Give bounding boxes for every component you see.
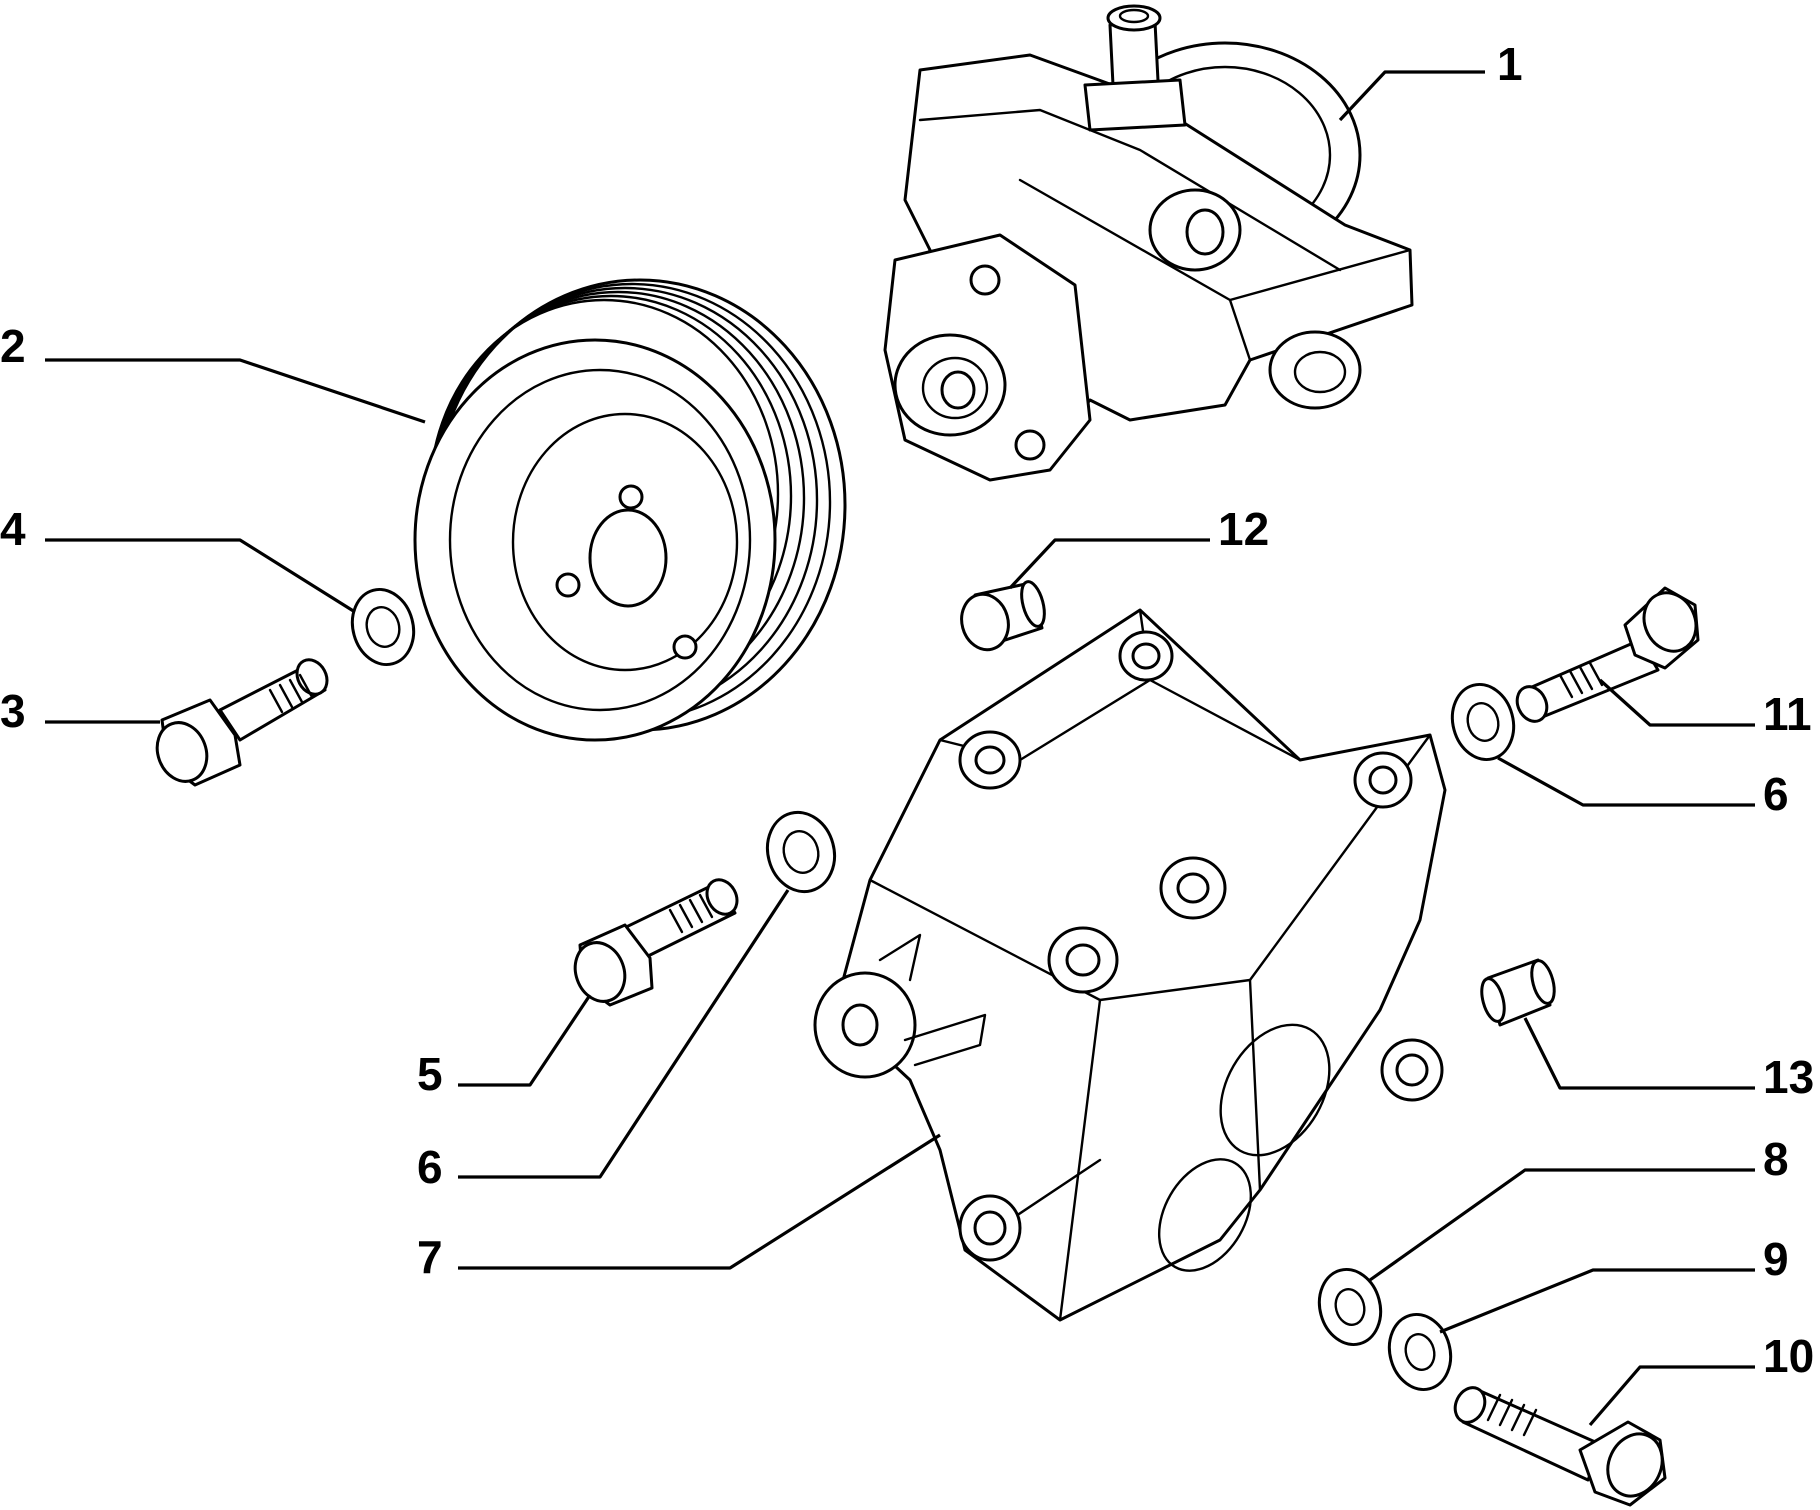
- callout-6-left: 6: [417, 1141, 443, 1193]
- callout-11: 11: [1763, 688, 1812, 740]
- callout-12: 12: [1218, 503, 1269, 555]
- mounting-bracket: [813, 608, 1447, 1322]
- leader-1: [1338, 70, 1485, 122]
- bolt-3: [155, 658, 329, 787]
- callout-10: 10: [1763, 1330, 1814, 1382]
- bush-12: [960, 580, 1046, 652]
- leader-6b: [1497, 756, 1755, 807]
- leader-6a: [458, 889, 790, 1179]
- leader-13: [1523, 1017, 1755, 1090]
- callout-3: 3: [0, 685, 26, 737]
- callout-8: 8: [1763, 1133, 1789, 1185]
- callout-2: 2: [0, 320, 26, 372]
- bolt-11: [1515, 586, 1700, 723]
- washer-9: [1387, 1312, 1453, 1392]
- washer-4: [350, 587, 416, 667]
- leader-10: [1588, 1365, 1755, 1427]
- callout-5: 5: [417, 1048, 443, 1100]
- leader-4: [45, 538, 356, 614]
- callout-labels: 1 2 4 3 5 6 7 12 11 6 13 8 9 10: [0, 38, 1814, 1382]
- washer-6-left: [765, 810, 837, 894]
- washer-8: [1317, 1267, 1383, 1347]
- bolt-5: [573, 878, 739, 1007]
- leader-lines: [45, 70, 1755, 1427]
- callout-6-right: 6: [1763, 768, 1789, 820]
- callout-4: 4: [0, 503, 26, 555]
- washer-6-right: [1450, 682, 1516, 762]
- leader-2: [45, 358, 426, 424]
- power-steering-pump: [883, 4, 1414, 482]
- pulley: [413, 278, 847, 742]
- sleeve-13: [1480, 958, 1556, 1027]
- leader-7: [458, 1133, 941, 1270]
- leader-12: [1008, 538, 1210, 590]
- leader-8: [1369, 1168, 1755, 1282]
- leader-11: [1598, 678, 1755, 727]
- callout-1: 1: [1497, 38, 1523, 90]
- bolt-10: [1453, 1386, 1667, 1507]
- leader-5: [458, 994, 592, 1087]
- callout-7: 7: [417, 1231, 443, 1283]
- leader-9: [1439, 1268, 1755, 1334]
- callout-9: 9: [1763, 1233, 1789, 1285]
- callout-13: 13: [1763, 1051, 1814, 1103]
